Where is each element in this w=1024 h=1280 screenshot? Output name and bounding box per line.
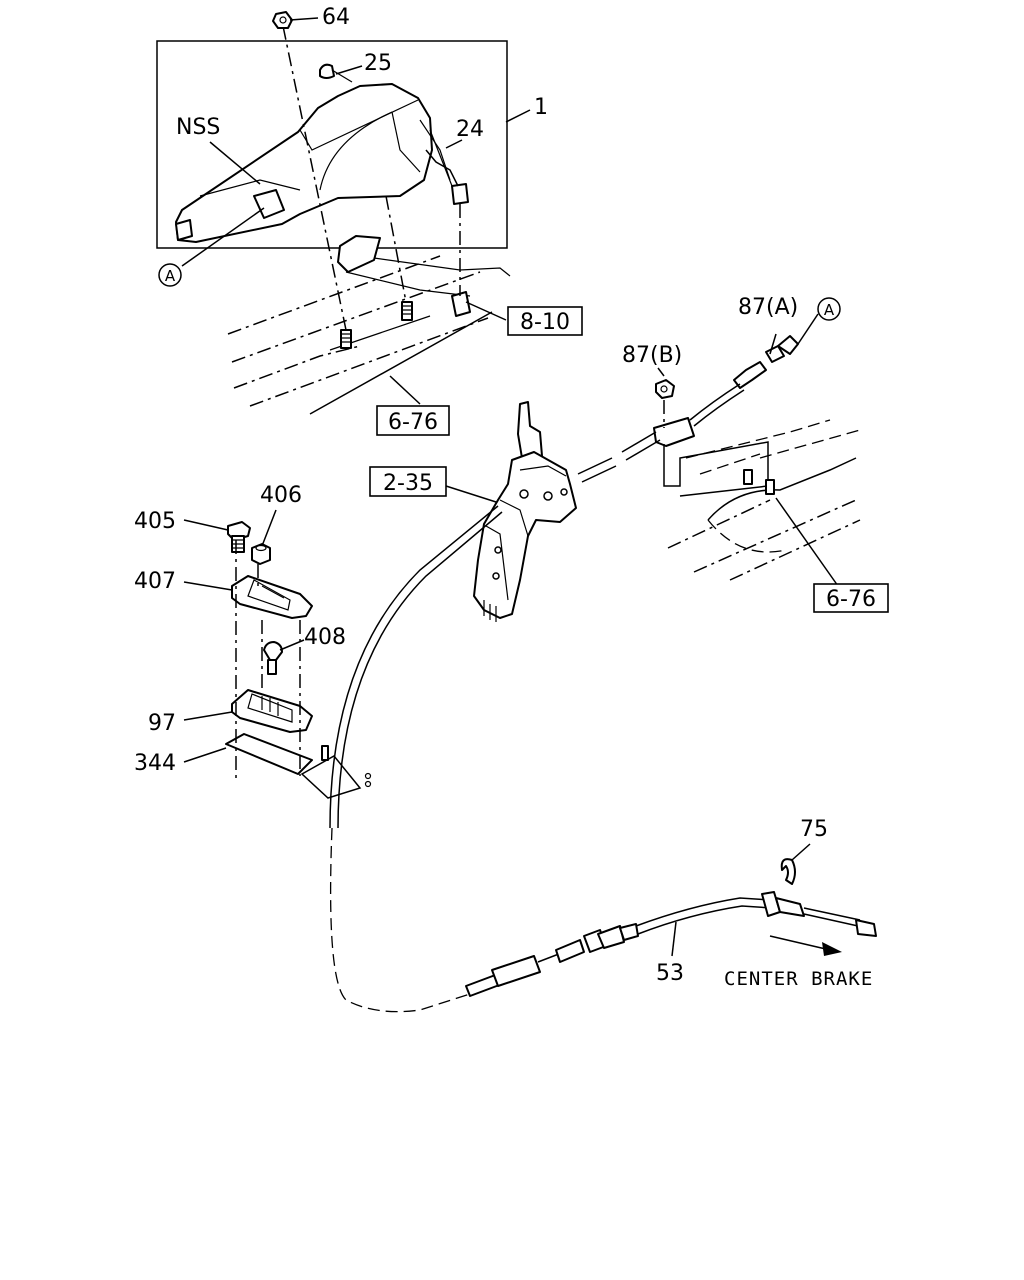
wire-24 <box>425 149 459 187</box>
callout-1: 1 <box>534 95 548 120</box>
leader-a-left <box>181 207 265 267</box>
callout-25: 25 <box>364 51 392 76</box>
callout-75: 75 <box>800 817 828 842</box>
svg-text:A: A <box>165 267 176 285</box>
clip-75 <box>780 858 796 885</box>
direction-arrow <box>769 935 842 956</box>
marker-a-left: A <box>158 263 182 287</box>
ref-box-8-10: 8-10 <box>507 306 583 336</box>
nut-64-guideline <box>282 25 347 331</box>
floor-panel-top <box>227 255 493 415</box>
ref-box-6-76-top: 6-76 <box>376 405 450 436</box>
boot-plate-97 <box>231 689 313 733</box>
console-bracket <box>337 235 511 317</box>
svg-text:6-76: 6-76 <box>826 587 876 612</box>
cover-plate-407 <box>231 575 313 619</box>
leader-87a <box>769 333 777 355</box>
leader-25 <box>335 65 363 75</box>
callout-24: 24 <box>456 117 484 142</box>
callout-87a: 87(A) <box>738 295 798 320</box>
stud-top-right <box>401 301 413 321</box>
leader-a-right <box>797 313 819 345</box>
console-assembly-frame <box>156 40 508 249</box>
stud-top-left <box>340 329 352 349</box>
bolt-405 <box>227 521 251 553</box>
rear-cable-53 <box>329 505 877 1013</box>
leader-2-35 <box>445 485 497 503</box>
parking-brake-lever <box>473 401 577 622</box>
leader-406 <box>261 509 277 547</box>
front-cable-section <box>577 361 767 483</box>
stud-right-guideline <box>385 195 407 303</box>
callout-344: 344 <box>134 751 176 776</box>
callout-64: 64 <box>322 5 350 30</box>
screw-25 <box>319 63 353 83</box>
floor-patch <box>300 745 372 799</box>
leader-8-10 <box>465 301 507 321</box>
svg-text:6-76: 6-76 <box>388 410 438 435</box>
callout-53: 53 <box>656 961 684 986</box>
marker-a-right: A <box>817 297 841 321</box>
leader-344 <box>183 747 227 763</box>
nut-87b <box>655 379 675 399</box>
leader-75 <box>791 843 811 861</box>
callout-407: 407 <box>134 569 176 594</box>
leader-64 <box>289 17 319 21</box>
grommet-408 <box>263 641 283 675</box>
leader-405 <box>183 519 229 531</box>
callout-nss: NSS <box>176 115 220 140</box>
nut-406 <box>251 543 271 565</box>
leader-407 <box>183 581 233 591</box>
callout-406: 406 <box>260 483 302 508</box>
callout-405: 405 <box>134 509 176 534</box>
svg-text:A: A <box>824 301 835 319</box>
mount-bracket-outline <box>663 441 769 497</box>
leader-97 <box>183 711 233 721</box>
callout-408: 408 <box>304 625 346 650</box>
leader-24 <box>445 139 463 149</box>
leader-6-76-top <box>389 375 421 405</box>
floor-panel-right <box>667 419 861 581</box>
svg-text:2-35: 2-35 <box>383 471 433 496</box>
callout-97: 97 <box>148 711 176 736</box>
leader-6-76-right <box>775 497 839 587</box>
callout-87b: 87(B) <box>622 343 682 368</box>
leader-87b <box>657 367 665 377</box>
leader-408 <box>279 639 305 651</box>
nut-64 <box>272 11 293 29</box>
ref-box-2-35: 2-35 <box>369 466 447 497</box>
svg-text:8-10: 8-10 <box>520 310 570 335</box>
leader-nss <box>209 141 261 185</box>
console-cover-part <box>175 83 469 243</box>
ref-box-6-76-right: 6-76 <box>813 583 889 613</box>
leader-1 <box>505 109 531 123</box>
leader-53 <box>671 921 677 957</box>
center-brake-note: CENTER BRAKE <box>724 968 873 990</box>
seal-344 <box>225 733 313 775</box>
